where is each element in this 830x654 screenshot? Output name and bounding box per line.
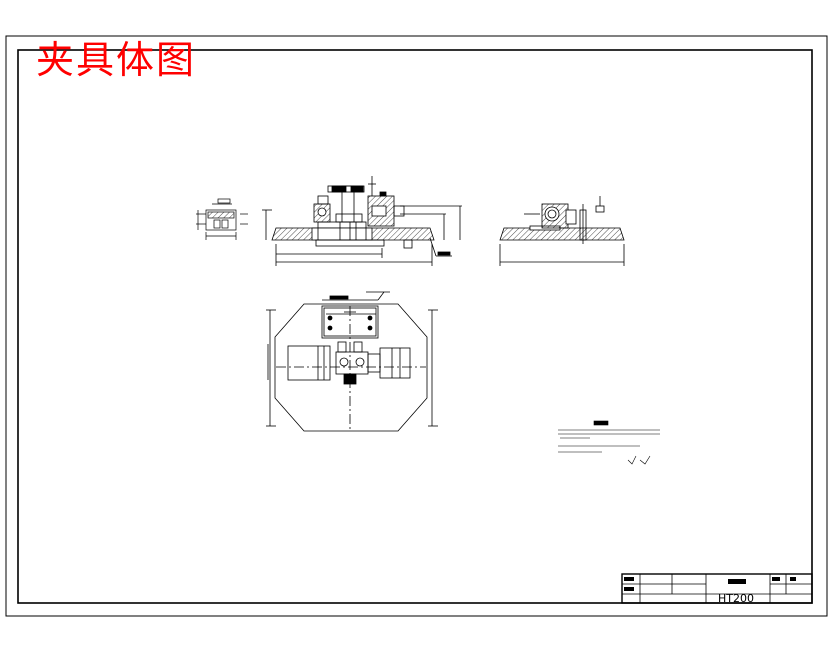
inner-frame (17, 49, 813, 604)
drawing-title: 夹具体图 (36, 38, 197, 82)
top-view (266, 291, 438, 432)
outer-frame (5, 35, 828, 617)
title-block (621, 573, 813, 604)
detail-view (196, 198, 248, 240)
technical-requirements (558, 420, 660, 465)
side-section-view (499, 196, 625, 266)
front-section-view (262, 176, 462, 266)
material-label: HT200 (718, 592, 754, 605)
